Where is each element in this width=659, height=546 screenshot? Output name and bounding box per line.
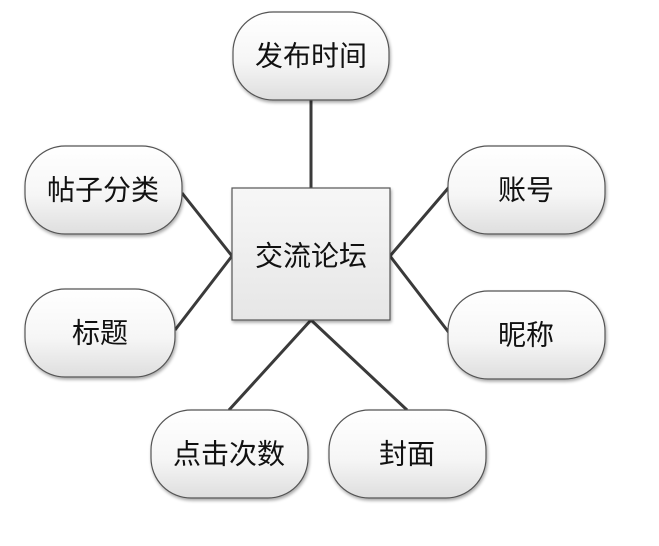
attribute-cover: 封面	[328, 409, 487, 499]
attribute-post-category-label: 帖子分类	[47, 174, 159, 207]
attribute-post-category: 帖子分类	[24, 145, 183, 235]
connector-post-category	[180, 192, 234, 257]
connector-title	[173, 255, 234, 331]
attribute-title-label: 标题	[72, 317, 128, 350]
connector-nickname	[388, 255, 452, 335]
attribute-publish-time: 发布时间	[232, 11, 390, 101]
attribute-account: 账号	[447, 145, 606, 235]
attribute-publish-time-label: 发布时间	[255, 40, 367, 73]
attribute-cover-label: 封面	[379, 438, 435, 471]
connector-click-count	[227, 318, 313, 412]
attribute-title: 标题	[24, 288, 176, 378]
attribute-click-count: 点击次数	[150, 409, 309, 499]
attribute-nickname-label: 昵称	[498, 319, 554, 352]
entity-forum-label: 交流论坛	[255, 240, 367, 273]
attribute-click-count-label: 点击次数	[173, 438, 285, 471]
connector-account	[388, 185, 452, 257]
connectors	[173, 100, 452, 412]
connector-cover	[309, 318, 409, 412]
entity-forum: 交流论坛	[231, 187, 391, 321]
attribute-nickname: 昵称	[447, 290, 606, 380]
attribute-account-label: 账号	[498, 174, 554, 207]
